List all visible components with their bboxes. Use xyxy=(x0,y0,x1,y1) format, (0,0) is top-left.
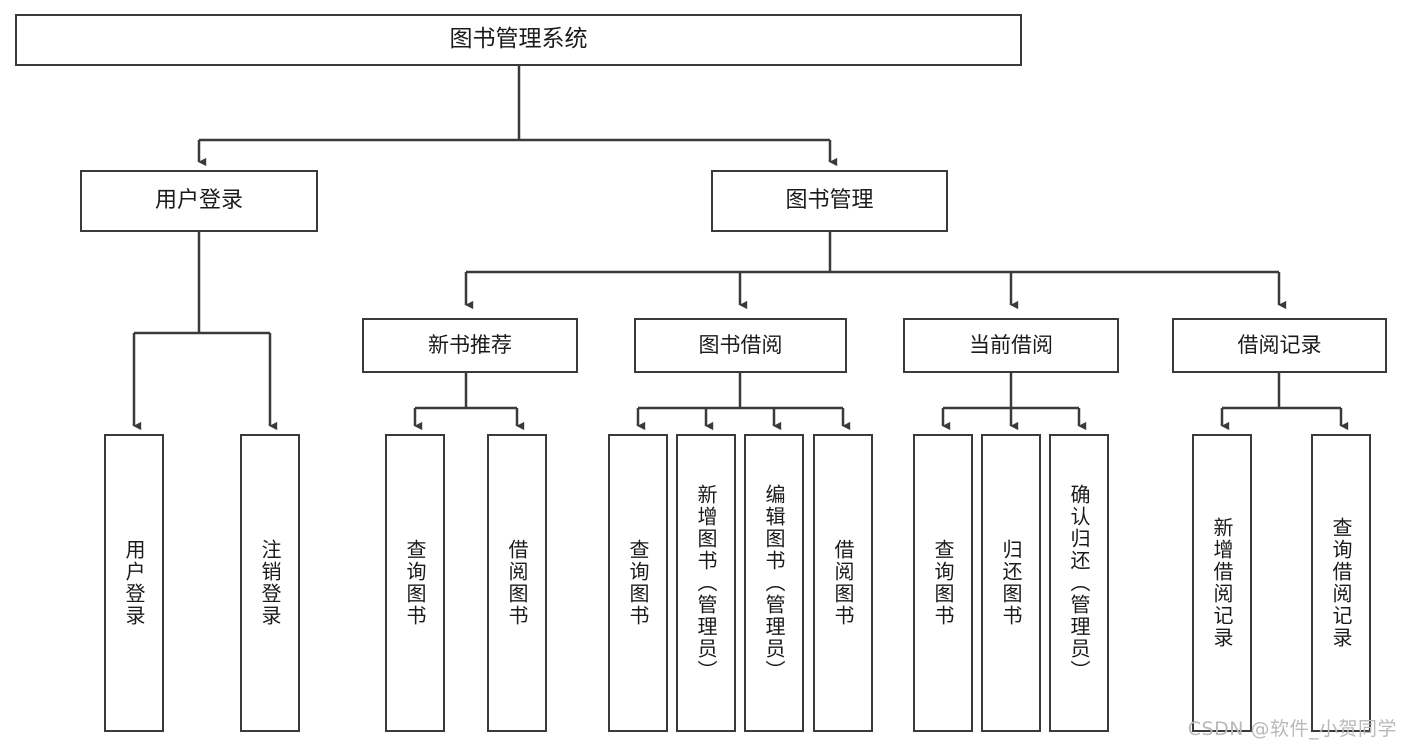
leaf-query-book-current[interactable]: 查询图书 xyxy=(913,434,973,732)
node-label: 查询图书 xyxy=(626,539,650,627)
leaf-query-book-recommend[interactable]: 查询图书 xyxy=(385,434,445,732)
node-label: 查询借阅记录 xyxy=(1329,517,1353,649)
node-label: 当前借阅 xyxy=(969,333,1053,358)
node-label: 确认归还（管理员） xyxy=(1067,484,1091,682)
node-label: 图书借阅 xyxy=(698,333,783,358)
leaf-user-login[interactable]: 用户登录 xyxy=(104,434,164,732)
leaf-return-book[interactable]: 归还图书 xyxy=(981,434,1041,732)
node-user-login[interactable]: 用户登录 xyxy=(80,170,318,232)
node-label: 归还图书 xyxy=(999,539,1023,627)
node-root-system[interactable]: 图书管理系统 xyxy=(15,14,1022,66)
node-label: 新增图书（管理员） xyxy=(694,484,718,682)
node-label: 新增借阅记录 xyxy=(1210,517,1234,649)
node-label: 图书管理 xyxy=(785,188,874,214)
node-label: 新书推荐 xyxy=(428,333,512,358)
leaf-borrow-book[interactable]: 借阅图书 xyxy=(813,434,873,732)
leaf-borrow-book-recommend[interactable]: 借阅图书 xyxy=(487,434,547,732)
leaf-logout[interactable]: 注销登录 xyxy=(240,434,300,732)
node-borrow-records[interactable]: 借阅记录 xyxy=(1172,318,1387,373)
node-label: 编辑图书（管理员） xyxy=(762,484,786,682)
node-book-management[interactable]: 图书管理 xyxy=(711,170,948,232)
leaf-query-book-borrow[interactable]: 查询图书 xyxy=(608,434,668,732)
node-label: 查询图书 xyxy=(931,539,955,627)
node-new-book-recommend[interactable]: 新书推荐 xyxy=(362,318,578,373)
leaf-confirm-return-admin[interactable]: 确认归还（管理员） xyxy=(1049,434,1109,732)
node-label: 注销登录 xyxy=(258,539,282,627)
node-label: 借阅图书 xyxy=(831,539,855,627)
watermark-text: CSDN @软件_小贺同学 xyxy=(1187,718,1397,740)
node-label: 用户登录 xyxy=(122,539,146,627)
node-label: 借阅图书 xyxy=(505,539,529,627)
node-label: 借阅记录 xyxy=(1237,333,1322,358)
node-book-borrow[interactable]: 图书借阅 xyxy=(634,318,847,373)
node-label: 用户登录 xyxy=(154,188,243,214)
leaf-add-borrow-record[interactable]: 新增借阅记录 xyxy=(1192,434,1252,732)
node-current-borrow[interactable]: 当前借阅 xyxy=(903,318,1119,373)
leaf-add-book-admin[interactable]: 新增图书（管理员） xyxy=(676,434,736,732)
node-label: 图书管理系统 xyxy=(449,26,588,53)
leaf-edit-book-admin[interactable]: 编辑图书（管理员） xyxy=(744,434,804,732)
leaf-query-borrow-record[interactable]: 查询借阅记录 xyxy=(1311,434,1371,732)
node-label: 查询图书 xyxy=(403,539,427,627)
